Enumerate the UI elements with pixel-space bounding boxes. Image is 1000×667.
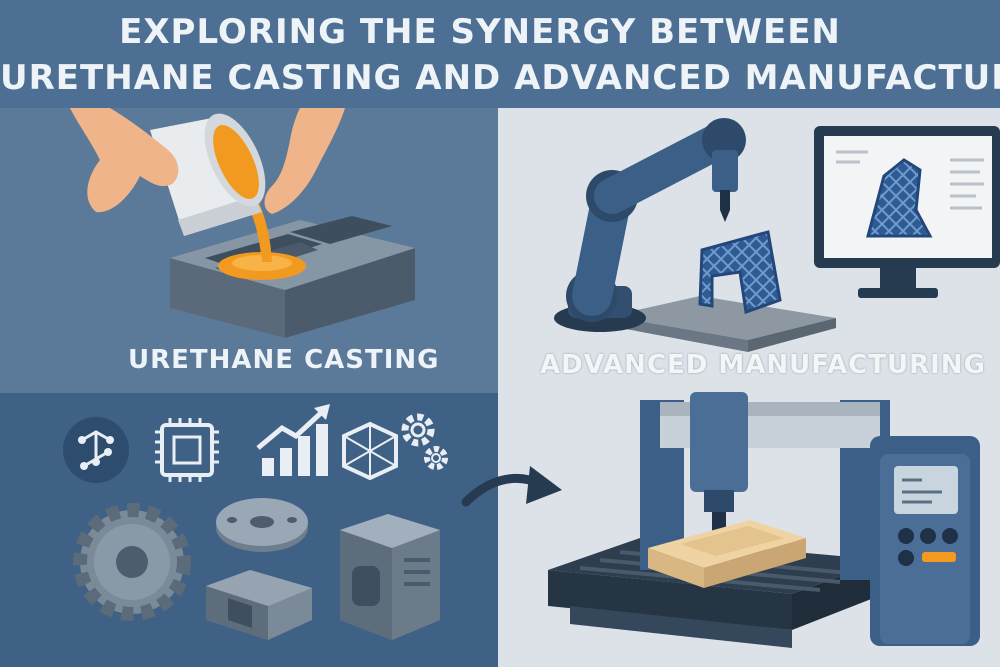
arrow-right-icon: [461, 466, 562, 507]
lattice-printed-part: [698, 230, 782, 315]
title-line-1: EXPLORING THE SYNERGY BETWEEN: [119, 12, 841, 52]
advanced-manufacturing-label: ADVANCED MANUFACTURING: [540, 350, 986, 380]
urethane-casting-label: URETHANE CASTING: [128, 345, 440, 375]
robot-arm-illustration: [554, 118, 746, 332]
monitor-illustration: [814, 126, 1000, 298]
casting-mold-illustration: [170, 216, 415, 338]
housing-part: [340, 514, 440, 640]
print-platform: [610, 296, 836, 352]
title-line-2: URETHANE CASTING AND ADVANCED MANUFACTUR…: [0, 58, 1000, 98]
large-gear-part: [73, 503, 191, 621]
network-polyhedron-icon: [342, 421, 398, 481]
growth-chart-icon: [256, 404, 330, 476]
cnc-machine-illustration: [548, 392, 980, 648]
gears-icon: [401, 413, 448, 470]
microchip-icon: [155, 418, 219, 482]
pouring-cup-icon: [70, 108, 345, 262]
workflow-icon: [63, 417, 129, 483]
bracket-part: [206, 570, 312, 640]
title-band: [0, 0, 1000, 108]
flange-plate-part: [216, 498, 308, 552]
